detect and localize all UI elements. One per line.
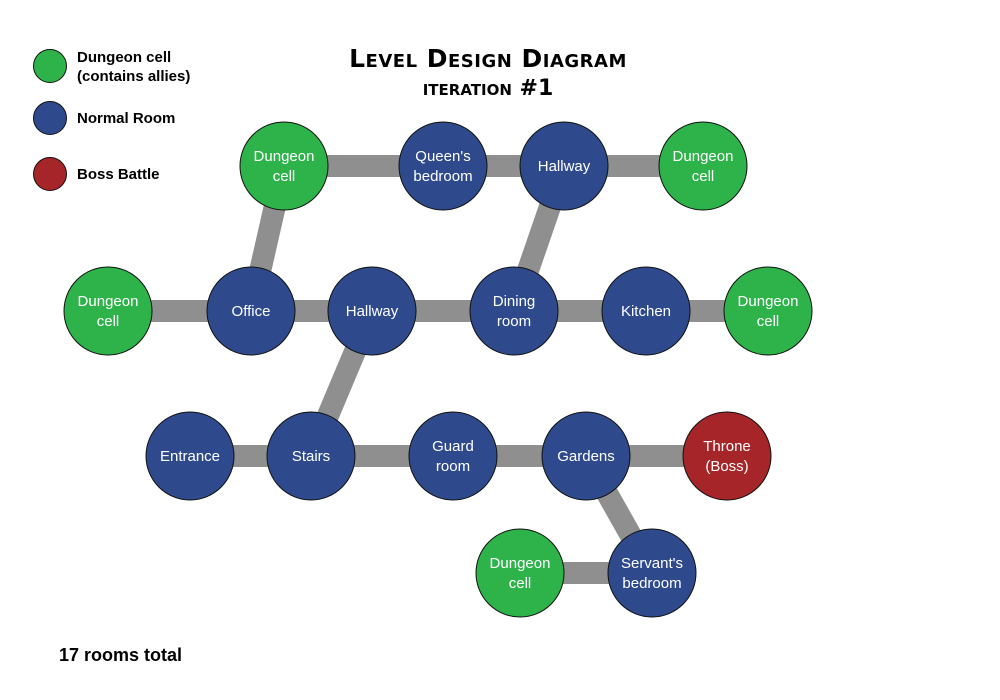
- room-entrance: Entrance: [145, 411, 235, 501]
- room-queens-bedroom: Queen's bedroom: [398, 121, 488, 211]
- room-label-cell-right: Dungeon: [738, 293, 799, 310]
- room-cell-top-right: Dungeon cell: [658, 121, 748, 211]
- room-label-cell-bottom: Dungeon: [490, 555, 551, 572]
- room-label-office: Office: [232, 303, 271, 320]
- room-label-gardens: Gardens: [557, 448, 615, 465]
- room-circle-gardens: [541, 411, 631, 501]
- room-label-cell-top-left: cell: [273, 168, 296, 185]
- room-circle-servants-bedroom: [607, 528, 697, 618]
- room-circle-cell-top-left: [239, 121, 329, 211]
- room-circle-queens-bedroom: [398, 121, 488, 211]
- room-circle-cell-top-right: [658, 121, 748, 211]
- legend-label-normal-room: Normal Room: [77, 110, 176, 127]
- room-circle-throne: [682, 411, 772, 501]
- room-label-entrance: Entrance: [160, 448, 220, 465]
- room-hallway-top: Hallway: [519, 121, 609, 211]
- legend-dot-dungeon-cell: [33, 49, 67, 83]
- legend-dot-normal-room: [33, 101, 67, 135]
- room-label-dining-room: room: [497, 313, 531, 330]
- room-hallway-mid: Hallway: [327, 266, 417, 356]
- room-label-cell-top-right: cell: [692, 168, 715, 185]
- room-office: Office: [206, 266, 296, 356]
- room-label-servants-bedroom: Servant's: [621, 555, 683, 572]
- room-circle-entrance: [145, 411, 235, 501]
- room-circle-cell-left: [63, 266, 153, 356]
- legend-dot-boss-battle: [33, 157, 67, 191]
- room-cell-bottom: Dungeon cell: [475, 528, 565, 618]
- room-label-servants-bedroom: bedroom: [622, 575, 681, 592]
- room-circle-guard-room: [408, 411, 498, 501]
- room-throne: Throne (Boss): [682, 411, 772, 501]
- room-count: 17 rooms total: [59, 645, 183, 665]
- room-label-queens-bedroom: Queen's: [415, 148, 470, 165]
- room-label-cell-left: Dungeon: [78, 293, 139, 310]
- room-label-kitchen: Kitchen: [621, 303, 671, 320]
- room-label-throne: Throne: [703, 438, 751, 455]
- room-circle-cell-right: [723, 266, 813, 356]
- room-cell-right: Dungeon cell: [723, 266, 813, 356]
- room-cell-left: Dungeon cell: [63, 266, 153, 356]
- room-label-throne: (Boss): [705, 458, 748, 475]
- diagram-title: Level Design Diagram: [349, 44, 627, 73]
- room-cell-top-left: Dungeon cell: [239, 121, 329, 211]
- room-label-dining-room: Dining: [493, 293, 536, 310]
- room-label-guard-room: room: [436, 458, 470, 475]
- room-circle-kitchen: [601, 266, 691, 356]
- room-label-cell-top-left: Dungeon: [254, 148, 315, 165]
- room-label-cell-right: cell: [757, 313, 780, 330]
- legend-label-dungeon-cell: Dungeon cell (contains allies): [77, 49, 191, 85]
- room-label-cell-top-right: Dungeon: [673, 148, 734, 165]
- room-kitchen: Kitchen: [601, 266, 691, 356]
- diagram-subtitle: iteration #1: [422, 76, 554, 101]
- room-label-guard-room: Guard: [432, 438, 474, 455]
- room-servants-bedroom: Servant's bedroom: [607, 528, 697, 618]
- room-label-hallway-top: Hallway: [538, 158, 591, 175]
- room-label-hallway-mid: Hallway: [346, 303, 399, 320]
- room-circle-stairs: [266, 411, 356, 501]
- room-dining-room: Dining room: [469, 266, 559, 356]
- room-label-queens-bedroom: bedroom: [413, 168, 472, 185]
- room-circle-office: [206, 266, 296, 356]
- room-guard-room: Guard room: [408, 411, 498, 501]
- room-label-cell-bottom: cell: [509, 575, 532, 592]
- legend-label-boss-battle: Boss Battle: [77, 166, 160, 183]
- connections: [108, 155, 768, 584]
- room-circle-dining-room: [469, 266, 559, 356]
- room-circle-hallway-top: [519, 121, 609, 211]
- rooms: DungeoncellQueen'sbedroomHallwayDungeonc…: [63, 121, 813, 618]
- room-stairs: Stairs: [266, 411, 356, 501]
- room-circle-cell-bottom: [475, 528, 565, 618]
- room-label-cell-left: cell: [97, 313, 120, 330]
- room-label-stairs: Stairs: [292, 448, 330, 465]
- room-circle-hallway-mid: [327, 266, 417, 356]
- room-gardens: Gardens: [541, 411, 631, 501]
